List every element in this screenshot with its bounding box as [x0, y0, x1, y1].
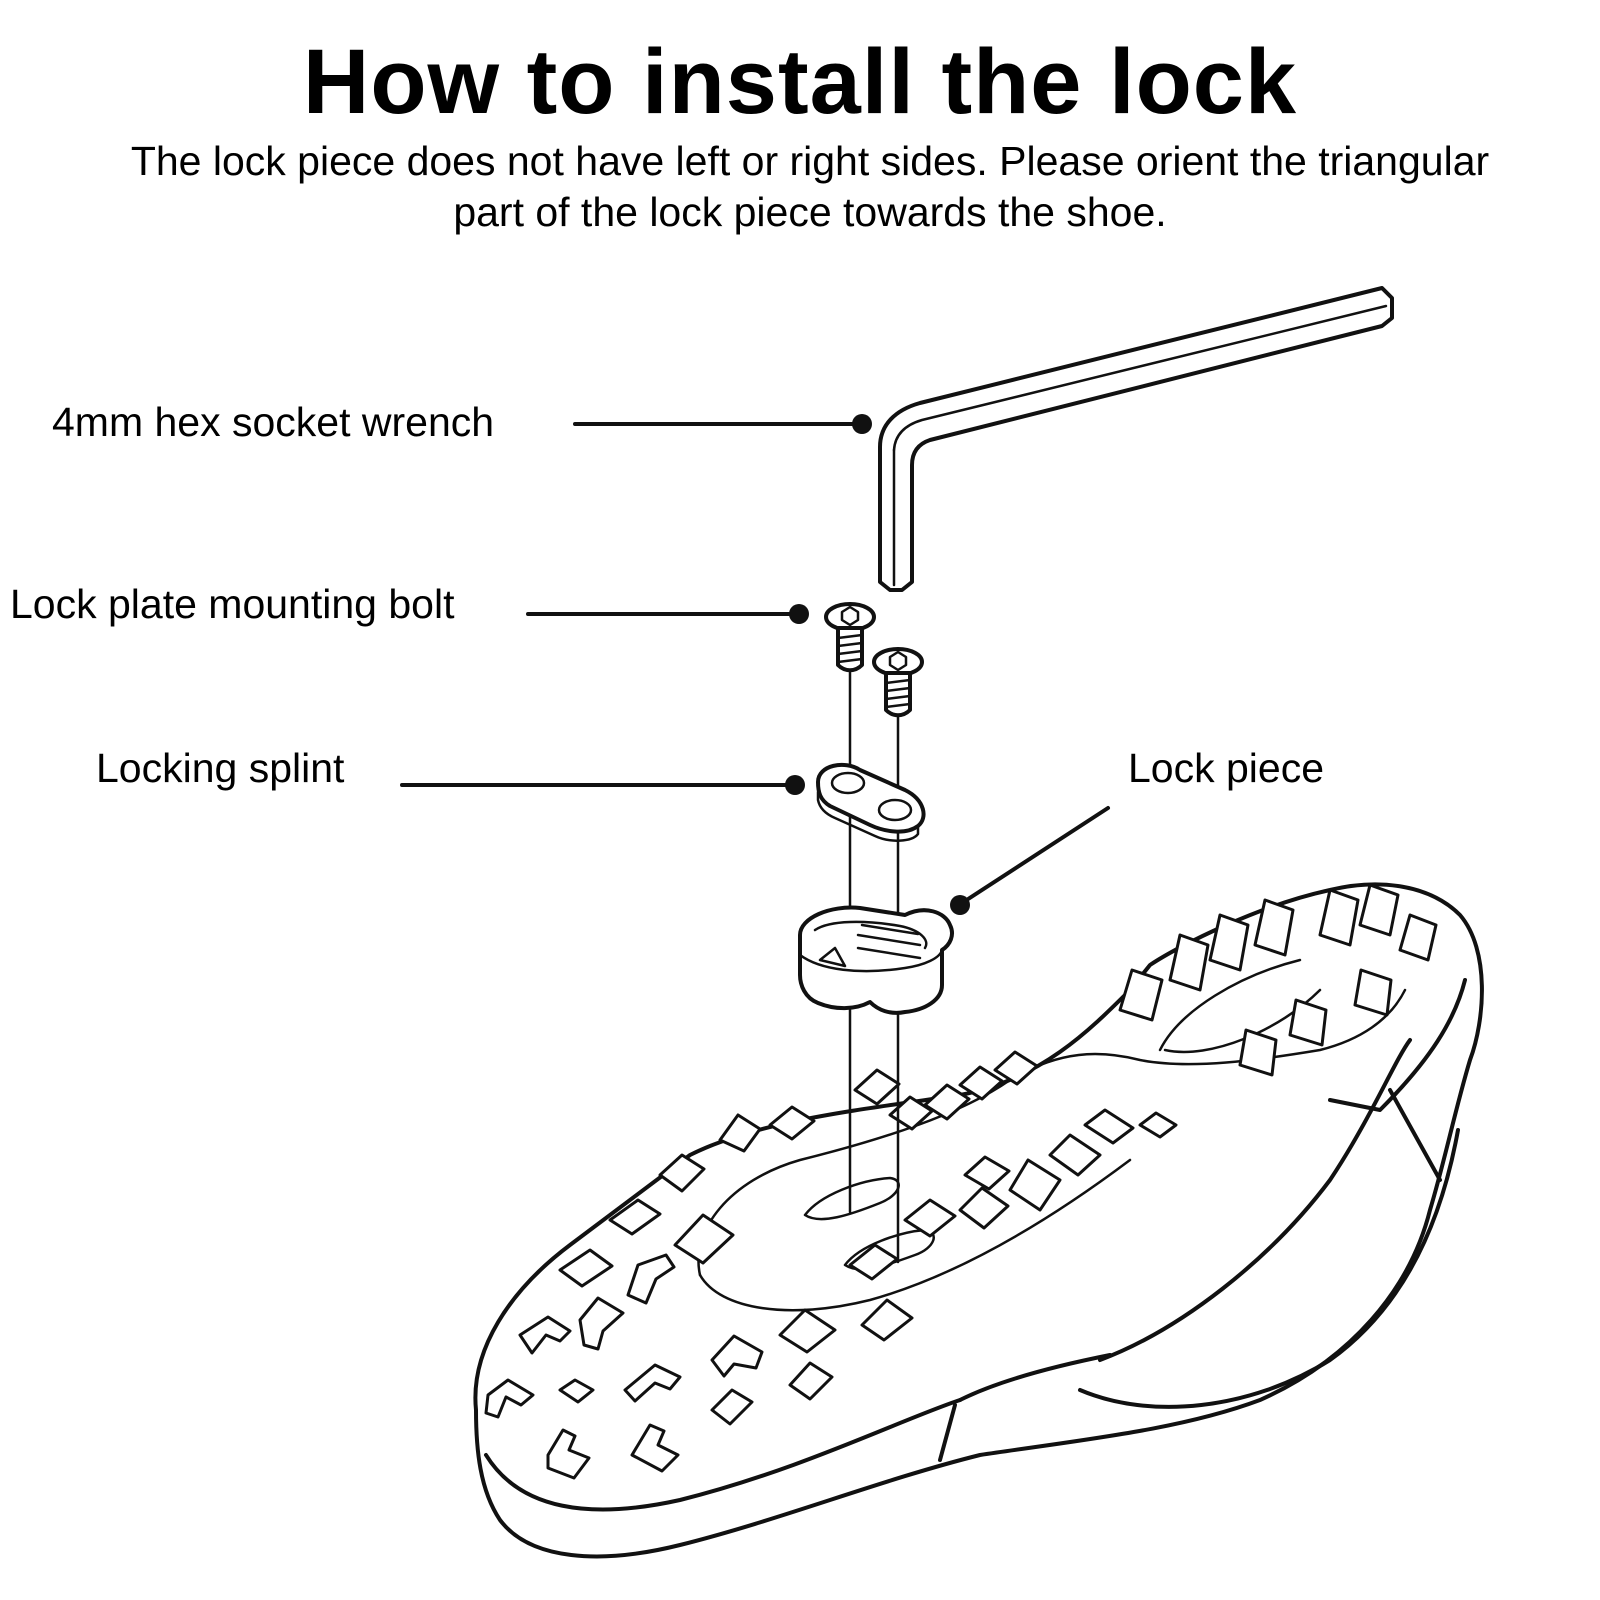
label-hex-wrench: 4mm hex socket wrench: [52, 399, 495, 445]
leader-splint: [400, 775, 805, 795]
leader-wrench: [573, 414, 872, 434]
leader-bolt: [526, 604, 809, 624]
shoe-sole-drawing: [473, 882, 1484, 1559]
locking-splint-drawing: [816, 762, 926, 842]
mounting-bolt-1: [824, 602, 876, 673]
instruction-text: The lock piece does not have left or rig…: [130, 138, 1490, 235]
label-locking-splint: Locking splint: [96, 745, 345, 791]
mounting-bolt-2: [872, 647, 924, 718]
hex-wrench-drawing: [878, 286, 1394, 592]
leader-lock-piece: [950, 806, 1110, 915]
page-title: How to install the lock: [302, 31, 1298, 133]
label-mounting-bolt: Lock plate mounting bolt: [10, 581, 455, 627]
lock-piece-drawing: [798, 905, 954, 1015]
label-lock-piece: Lock piece: [1128, 745, 1325, 791]
